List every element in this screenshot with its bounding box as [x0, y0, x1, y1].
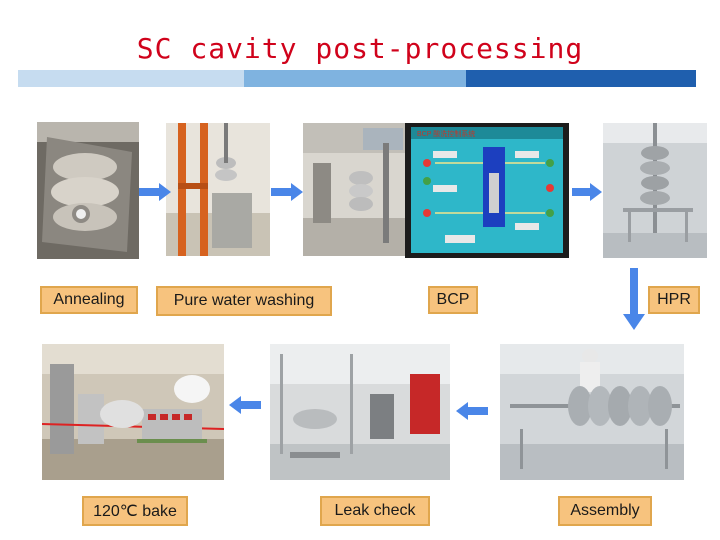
photo-bcp-screen: BCP 酸洗控制系统: [405, 123, 569, 258]
arrow-right-icon: [271, 183, 303, 201]
label-bcp: BCP: [428, 286, 478, 314]
label-hpr: HPR: [648, 286, 700, 314]
arrow-right-icon: [572, 183, 602, 201]
photo-annealing: [37, 122, 139, 259]
photo-washing: [166, 123, 270, 256]
arrow-right-icon: [139, 183, 171, 201]
label-leak-check: Leak check: [320, 496, 430, 526]
arrow-left-icon: [229, 396, 261, 414]
header-bar-light: [18, 70, 244, 87]
arrow-left-icon: [456, 402, 488, 420]
label-bake: 120℃ bake: [82, 496, 188, 526]
slide-title: SC cavity post-processing: [0, 32, 720, 65]
photo-hpr: [603, 123, 707, 258]
photo-assembly: [500, 344, 684, 480]
bcp-screen-header: BCP 酸洗控制系统: [417, 129, 475, 138]
header-bar-mid: [244, 70, 466, 87]
label-washing: Pure water washing: [156, 286, 332, 316]
photo-leak-check: [270, 344, 450, 480]
header-bar-dark: [466, 70, 696, 87]
label-annealing: Annealing: [40, 286, 138, 314]
photo-bake: [42, 344, 224, 480]
label-assembly: Assembly: [558, 496, 652, 526]
photo-bcp-room: [303, 123, 407, 256]
arrow-down-icon: [623, 268, 645, 330]
